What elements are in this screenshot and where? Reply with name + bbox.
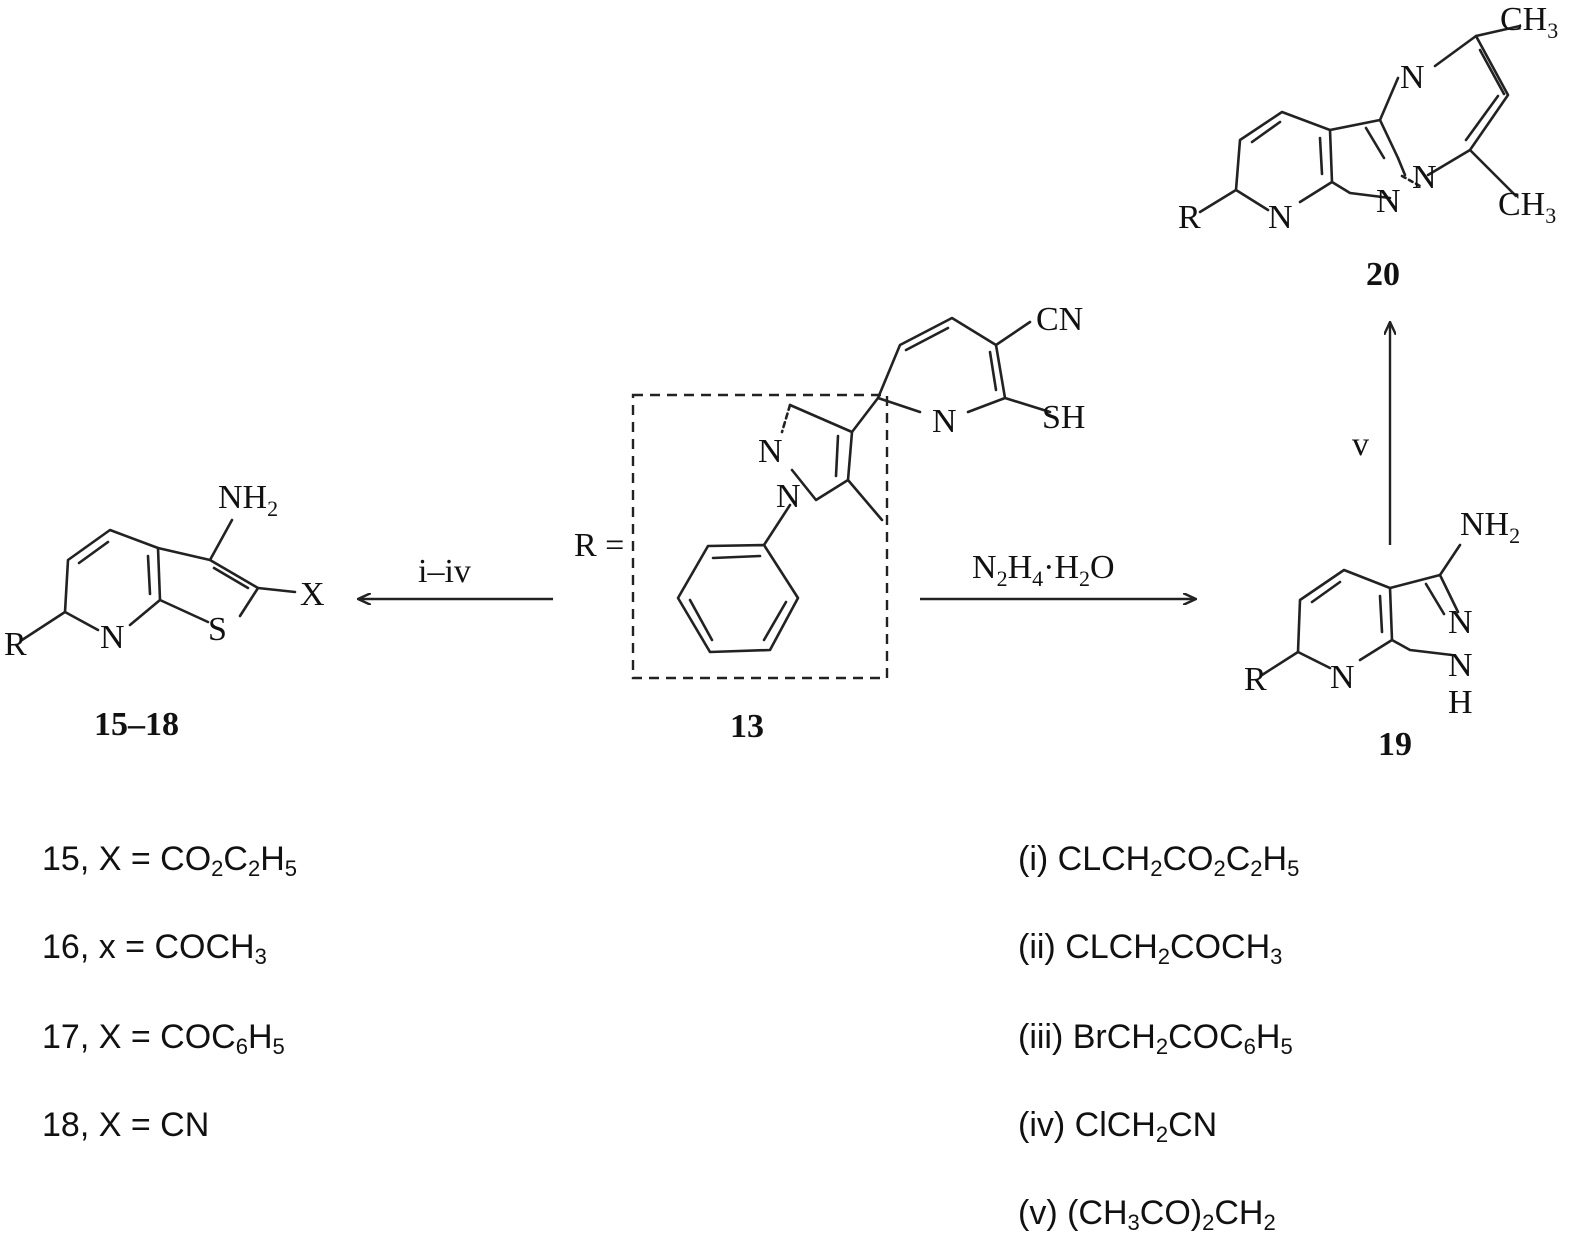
r-equals-label: R =: [574, 527, 624, 564]
atom-N-19-a: N: [1448, 604, 1473, 641]
reagent-i: (i) CLCH2CO2C2H5: [1018, 840, 1300, 881]
atom-R-15: R: [4, 626, 27, 663]
legend-16: 16, x = COCH3: [42, 928, 267, 969]
atom-N-pyrazole-1: N: [776, 478, 801, 515]
atom-R-20: R: [1178, 199, 1201, 236]
atom-CH3-20-top: CH3: [1500, 1, 1558, 43]
atom-N-pyrazole-2: N: [758, 433, 783, 470]
atom-N-19-pyridine: N: [1330, 659, 1355, 696]
atom-CH3-20-bottom: CH3: [1498, 186, 1556, 228]
reagent-ii: (ii) CLCH2COCH3: [1018, 928, 1283, 969]
atom-CN: CN: [1036, 301, 1083, 338]
legend-17: 17, X = COC6H5: [42, 1018, 285, 1059]
atom-NH2-19: NH2: [1460, 506, 1520, 548]
atom-N-20-pyrimidine: N: [1400, 59, 1425, 96]
atom-N-19-b: N: [1448, 647, 1473, 684]
atom-SH: SH: [1042, 399, 1085, 436]
reagent-v: (v) (CH3CO)2CH2: [1018, 1194, 1276, 1235]
atom-NH2-15: NH2: [218, 479, 278, 521]
atom-N-pyridine: N: [932, 403, 957, 440]
atom-X-15: X: [300, 576, 325, 613]
reagent-label-v: v: [1352, 426, 1369, 463]
reagent-label-i-iv: i–iv: [418, 553, 471, 590]
atom-N-20-pyridine: N: [1268, 199, 1293, 236]
legend-18: 18, X = CN: [42, 1106, 210, 1144]
atom-N-20-pyrazole: N: [1376, 183, 1401, 220]
legend-15: 15, X = CO2C2H5: [42, 840, 298, 881]
atom-N-20-bridge: N: [1412, 159, 1437, 196]
atom-S-15: S: [208, 611, 227, 648]
compound-20-structure: R N N N N CH3 CH3 20: [1178, 1, 1558, 293]
atom-H-19: H: [1448, 684, 1473, 721]
reagent-iii: (iii) BrCH2COC6H5: [1018, 1018, 1293, 1059]
compound-label-13: 13: [730, 708, 764, 745]
compound-15-18-structure: R N S X NH2 15–18: [4, 479, 325, 743]
compound-label-15-18: 15–18: [94, 706, 179, 743]
reagent-iv: (iv) ClCH2CN: [1018, 1106, 1218, 1147]
compound-label-20: 20: [1366, 256, 1400, 293]
compound-19-structure: R N N N H NH2 19: [1244, 506, 1520, 763]
atom-N-15: N: [100, 619, 125, 656]
r-group-dashed-box: [631, 393, 889, 680]
reagent-label-hydrazine: N2H4·H2O: [972, 549, 1115, 591]
compound-13-structure: N N N CN SH R = 13: [574, 301, 1085, 745]
atom-R-19: R: [1244, 661, 1267, 698]
compound-label-19: 19: [1378, 726, 1412, 763]
